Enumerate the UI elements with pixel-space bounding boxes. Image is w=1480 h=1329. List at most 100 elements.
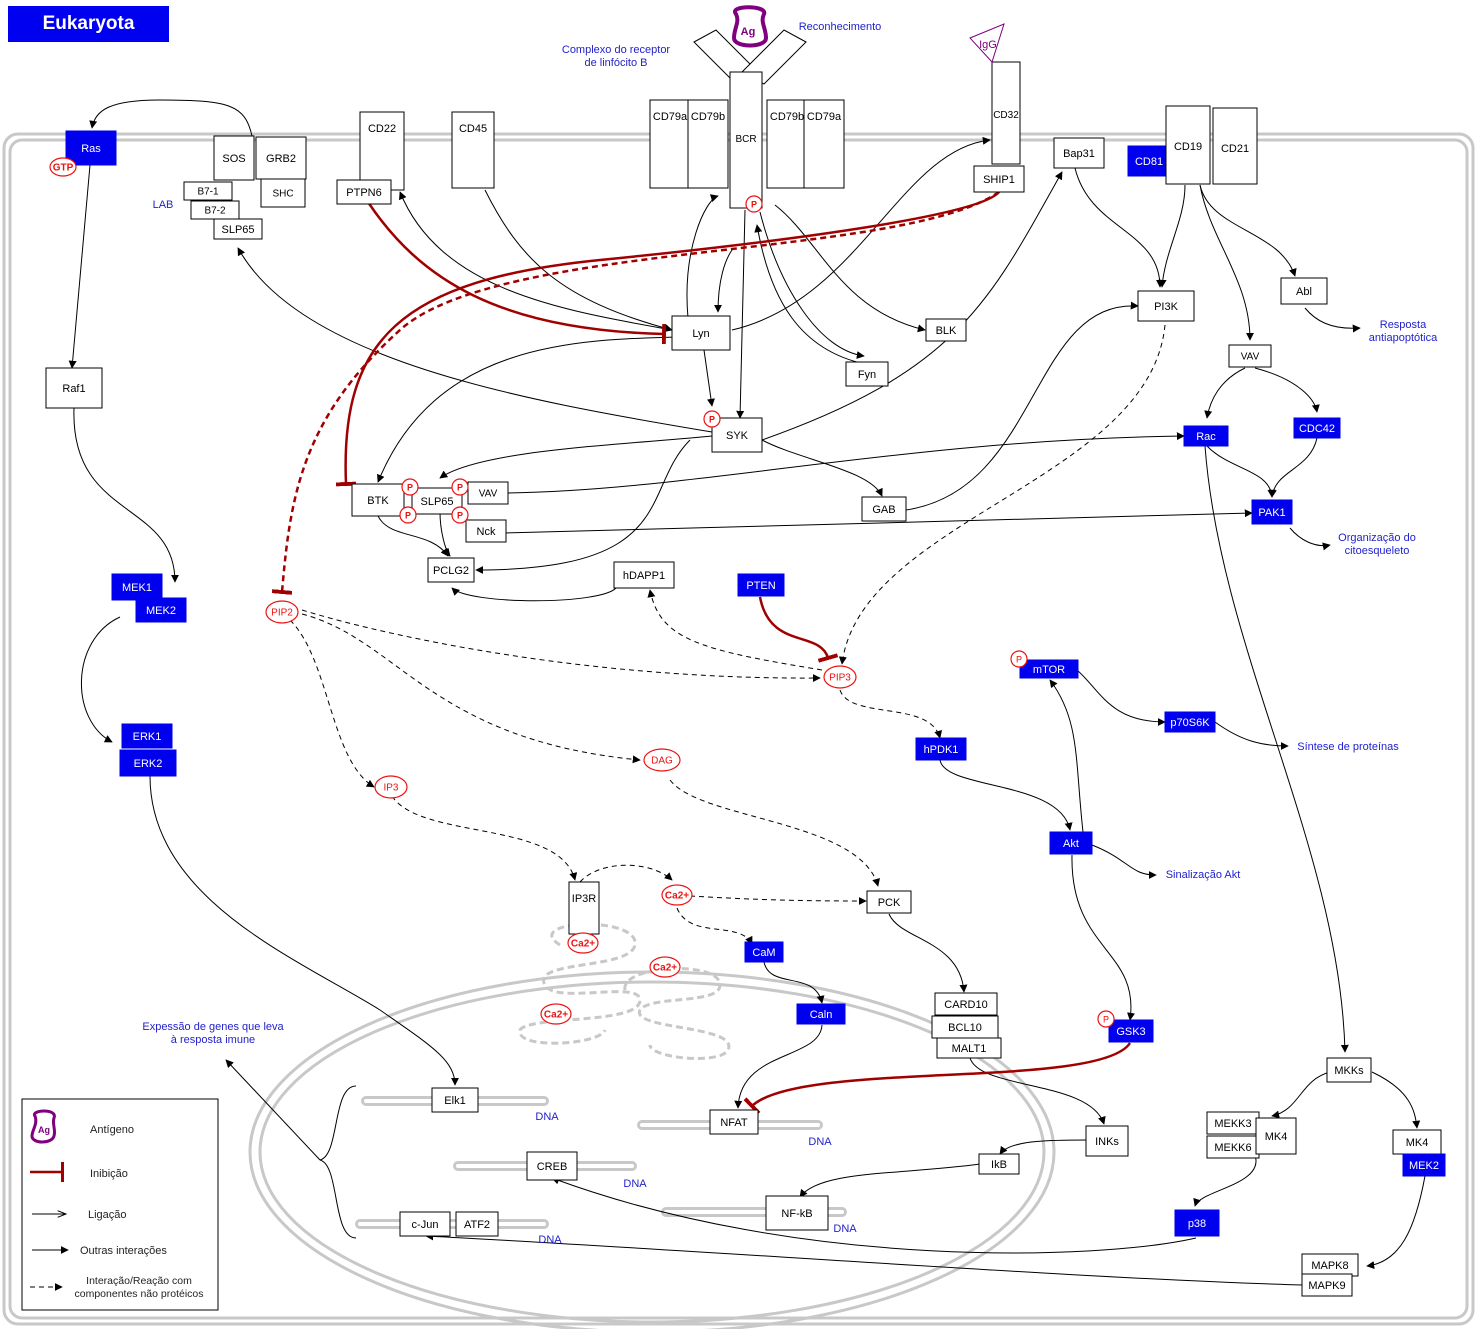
node-grb2[interactable]: GRB2 [255,136,307,180]
node-inks[interactable]: INKs [1085,1125,1129,1157]
metabolite-dag[interactable]: DAG [643,748,681,772]
metabolite-ca2[interactable]: Ca2+ [540,1003,572,1025]
node-cd45[interactable]: CD45 [451,111,495,189]
node-vav-mid[interactable]: VAV [467,481,509,505]
phospho-marker[interactable]: P [1010,650,1028,668]
node-label: SHC [272,189,293,200]
node-pten[interactable]: PTEN [737,573,785,597]
node-b7-1[interactable]: B7-1 [183,181,233,201]
annotation-akt-sig: Sinalização Akt [1166,869,1241,881]
node-pi3k[interactable]: PI3K [1137,290,1195,322]
node-nfkb[interactable]: NF-kB [765,1195,829,1231]
node-bcr[interactable]: BCR [729,71,763,209]
node-ip3r[interactable]: IP3R [568,881,600,935]
node-cd22[interactable]: CD22 [359,111,405,191]
node-label: mTOR [1033,664,1065,676]
metabolite-label: P [457,483,463,493]
node-mek1[interactable]: MEK1 [111,573,163,601]
metabolite-ca2[interactable]: Ca2+ [649,956,681,978]
node-malt1[interactable]: MALT1 [936,1037,1002,1059]
node-ptpn6[interactable]: PTPN6 [336,179,392,205]
node-mk4-a[interactable]: MK4 [1255,1117,1297,1155]
legend: Ag Antígeno Inibição Ligação Outras inte… [21,1098,219,1311]
node-cd19[interactable]: CD19 [1165,105,1211,185]
node-p70s6k[interactable]: p70S6K [1164,711,1216,733]
phospho-marker[interactable]: P [451,478,469,496]
node-label: CD79b [691,111,725,123]
node-cd32[interactable]: CD32 [991,61,1021,165]
node-abl[interactable]: Abl [1280,277,1328,305]
node-p38[interactable]: p38 [1174,1209,1220,1237]
node-mkks[interactable]: MKKs [1326,1057,1372,1083]
metabolite-gtp[interactable]: GTP [49,157,77,177]
node-cd79b-r[interactable]: CD79b [766,99,808,189]
node-slp65[interactable]: SLP65 [411,487,463,515]
node-cjun[interactable]: c-Jun [399,1211,451,1237]
node-label: VAV [479,489,498,500]
node-gab[interactable]: GAB [861,496,907,522]
node-mekk6[interactable]: MEKK6 [1206,1135,1260,1159]
metabolite-pip2[interactable]: PIP2 [265,600,299,624]
node-card10[interactable]: CARD10 [934,992,998,1016]
node-cam[interactable]: CaM [744,941,784,963]
node-hpdk1[interactable]: hPDK1 [915,737,967,761]
node-atf2[interactable]: ATF2 [455,1211,499,1237]
node-blk[interactable]: BLK [925,318,967,342]
node-cd79b-l[interactable]: CD79b [687,99,729,189]
node-pck[interactable]: PCK [866,890,912,914]
node-raf1[interactable]: Raf1 [45,367,103,409]
node-cd21[interactable]: CD21 [1212,107,1258,185]
node-pclg2[interactable]: PCLG2 [427,557,475,583]
phospho-marker[interactable]: P [399,506,417,524]
node-caln[interactable]: Caln [796,1003,846,1025]
node-erk1[interactable]: ERK1 [121,723,173,749]
node-nck[interactable]: Nck [465,519,507,543]
node-bap31[interactable]: Bap31 [1053,137,1105,169]
phospho-marker[interactable]: P [451,506,469,524]
node-cd81[interactable]: CD81 [1127,145,1171,177]
node-fyn[interactable]: Fyn [845,361,889,387]
metabolite-pip3[interactable]: PIP3 [823,665,857,689]
node-rac[interactable]: Rac [1183,425,1229,447]
node-cdc42[interactable]: CDC42 [1293,417,1341,439]
node-ikb[interactable]: IkB [978,1153,1020,1175]
phospho-marker[interactable]: P [703,410,721,428]
node-creb[interactable]: CREB [526,1151,578,1181]
legend-antigen-label: Antígeno [90,1124,134,1136]
node-lyn[interactable]: Lyn [671,315,731,351]
node-mekk3[interactable]: MEKK3 [1206,1111,1260,1135]
node-ras[interactable]: Ras [65,130,117,166]
node-bcl10[interactable]: BCL10 [931,1015,999,1039]
node-mek2-b[interactable]: MEK2 [1402,1153,1446,1177]
metabolite-label: Ca2+ [544,1010,568,1021]
node-mk4-b[interactable]: MK4 [1392,1129,1442,1155]
node-hdapp1[interactable]: hDAPP1 [613,561,675,589]
node-vav-right[interactable]: VAV [1228,344,1272,368]
node-mtor[interactable]: mTOR [1019,659,1079,679]
node-label: MEK2 [146,605,176,617]
node-mek2[interactable]: MEK2 [135,597,187,623]
phospho-marker[interactable]: P [1097,1010,1115,1028]
metabolite-ip3[interactable]: IP3 [374,775,408,799]
node-pak1[interactable]: PAK1 [1251,499,1293,525]
phospho-marker[interactable]: P [745,195,763,213]
node-sos[interactable]: SOS [213,135,255,181]
node-btk[interactable]: BTK [351,483,405,517]
node-elk1[interactable]: Elk1 [431,1087,479,1113]
node-erk2[interactable]: ERK2 [119,749,177,777]
metabolite-ca2[interactable]: Ca2+ [661,884,693,906]
node-ship1[interactable]: SHIP1 [973,165,1025,193]
node-mapk9[interactable]: MAPK9 [1301,1273,1353,1297]
node-mapk8[interactable]: MAPK8 [1301,1253,1359,1277]
node-syk[interactable]: SYK [711,417,763,453]
node-akt[interactable]: Akt [1049,831,1093,855]
node-slp65-top[interactable]: SLP65 [213,218,263,240]
node-nfat[interactable]: NFAT [709,1109,759,1135]
node-gsk3[interactable]: GSK3 [1108,1019,1154,1043]
node-shc[interactable]: SHC [260,178,306,208]
metabolite-ca2[interactable]: Ca2+ [567,932,599,954]
node-cd79a-l[interactable]: CD79a [649,99,691,189]
node-cd79a-r[interactable]: CD79a [803,99,845,189]
node-b7-2[interactable]: B7-2 [190,200,240,220]
phospho-marker[interactable]: P [401,478,419,496]
